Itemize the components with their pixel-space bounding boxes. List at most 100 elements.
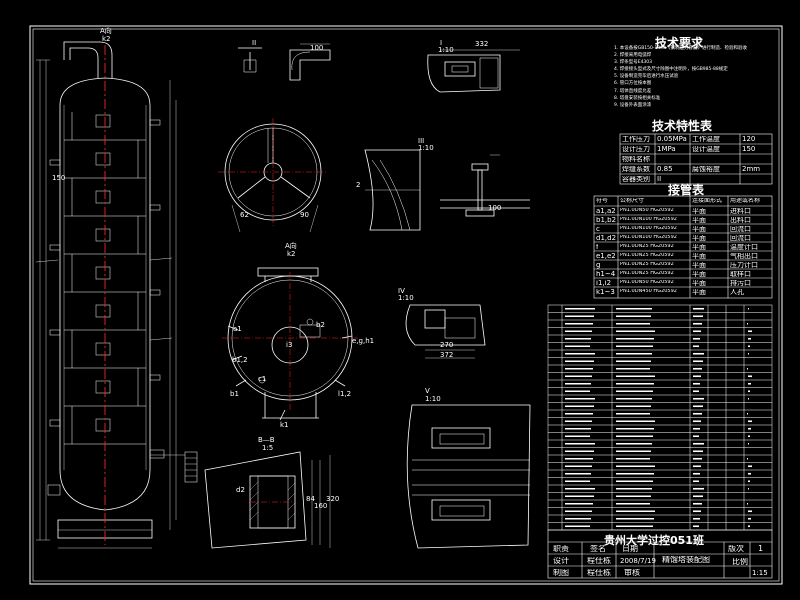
spec-cell: II <box>657 176 662 183</box>
nozzle-cell: 平面 <box>692 244 706 251</box>
nozzle-cell: PN1.0DN25 HG20592 <box>620 244 674 249</box>
nozzle-cell: 回流口 <box>730 235 751 242</box>
dim-270: 270 <box>440 341 454 349</box>
spec-cell: 0.85 <box>657 166 673 173</box>
section-hatch <box>249 481 296 521</box>
spec-cell: 工作压力 <box>622 136 650 143</box>
tech-req-line: 7. 塔体直线度允差 <box>614 88 652 94</box>
nozzle-cell: 压力计口 <box>730 262 758 269</box>
school-name: 贵州大学过控051班 <box>604 534 704 547</box>
nozzle-cell: PN1.0DN25 HG20592 <box>620 271 674 276</box>
section-dim-320: 320 <box>326 495 340 503</box>
spec-table-title: 技术特性表 <box>652 119 713 133</box>
detail-I-label: I <box>440 39 443 47</box>
tech-requirements-list: 1. 本设备按GB150-1998《钢制压力容器》进行制造、检验和验收 2. 焊… <box>614 46 779 111</box>
tech-req-line: 4. 焊接接头型式及尺寸除图中注明外，按GB985-88规定 <box>614 67 728 73</box>
tb-drafter-name: 程仕栋 <box>587 569 611 577</box>
nozzle-cell: 平面 <box>692 217 706 224</box>
nozzle-cell: i1,i2 <box>596 280 612 287</box>
nozzle-cell: a1,a2 <box>596 208 616 215</box>
plan-view-code: k2 <box>287 250 296 258</box>
nozzle-b2: b2 <box>316 321 325 329</box>
dim-90: 90 <box>300 211 309 219</box>
spec-cell: 焊缝系数 <box>622 166 650 173</box>
nozzle-table-grid <box>593 195 773 299</box>
spec-cell: 150 <box>742 146 756 153</box>
nozzle-header-cell: 连接面形式 <box>692 198 723 204</box>
nozzle-l12: l1,2 <box>338 390 352 398</box>
nozzle-b12: b1,2 <box>232 356 248 364</box>
nozzle-cell: c <box>596 226 600 233</box>
detail-V-scale: 1:10 <box>425 395 441 403</box>
nozzle-orientation-view <box>222 267 358 421</box>
tb-version: 1 <box>758 545 764 553</box>
tb-designer-role: 设计 <box>553 557 569 565</box>
spec-table-grid <box>619 133 773 185</box>
nozzle-cell: 平面 <box>692 271 706 278</box>
tb-header-role: 职责 <box>553 545 569 553</box>
dim-372: 372 <box>440 351 454 359</box>
tb-scale: 1:15 <box>752 570 768 577</box>
detail-V-label: V <box>425 387 430 395</box>
nozzle-k1: k1 <box>280 421 289 429</box>
detail-II-dim-100: 100 <box>310 44 324 52</box>
parts-list-entries <box>565 307 752 528</box>
detail-V <box>406 404 531 549</box>
section-dim-84: 84 <box>306 495 315 503</box>
nozzle-cell: g <box>596 262 601 269</box>
tb-design-date: 2008/7/19 <box>620 558 656 565</box>
tb-scale-label: 比例 <box>732 558 748 566</box>
spec-cell: 容器类别 <box>622 176 650 183</box>
detail-I-scale: 1:10 <box>438 46 454 54</box>
detail-III-scale: 1:10 <box>418 144 434 152</box>
nozzle-table-title: 接管表 <box>668 183 705 197</box>
nozzle-cell: 人孔 <box>730 289 744 296</box>
detail-II <box>238 43 331 81</box>
detail-IV-scale: 1:10 <box>398 294 414 302</box>
nozzle-cell: k1~3 <box>596 289 615 296</box>
tb-version-label: 版次 <box>728 545 744 553</box>
nozzle-cell: b1,b2 <box>596 217 617 224</box>
nozzle-header-cell: 公称尺寸 <box>620 198 645 204</box>
section-dim-d2: d2 <box>236 486 245 494</box>
nozzle-cell: PN1.0DN450 HG20592 <box>620 289 677 294</box>
nozzle-cell: PN1.0DN100 HG20592 <box>620 217 677 222</box>
column-dim-150: 150 <box>52 174 66 182</box>
nozzle-a1: a1 <box>233 325 242 333</box>
tech-req-line: 1. 本设备按GB150-1998《钢制压力容器》进行制造、检验和验收 <box>614 46 747 51</box>
column-view-label: A向 <box>100 27 112 35</box>
tray-plan-view <box>218 118 328 233</box>
outer-frame <box>29 25 783 585</box>
spec-cell: 120 <box>742 136 756 143</box>
nozzle-cell: PN1.0DN100 HG20592 <box>620 235 677 240</box>
nozzle-cell: 平面 <box>692 208 706 215</box>
spec-cell: 设计温度 <box>692 146 720 153</box>
detail-I <box>427 49 520 93</box>
nozzle-cell: 平面 <box>692 262 706 269</box>
nozzle-cell: 平面 <box>692 226 706 233</box>
nozzle-cell: f <box>596 244 599 251</box>
spec-cell: 设计压力 <box>622 146 650 153</box>
detail-ibeam <box>440 154 530 217</box>
nozzle-cell: 平面 <box>692 280 706 287</box>
spec-cell: 腐蚀裕度 <box>692 166 720 173</box>
tech-requirements-title: 技术要求 <box>655 36 704 50</box>
spec-cell: 2mm <box>742 166 761 173</box>
nozzle-header-cell: 用途或名称 <box>730 198 761 204</box>
section-label: B—B <box>258 436 275 444</box>
nozzle-cell: 平面 <box>692 289 706 296</box>
plan-view-label: A向 <box>285 242 297 250</box>
tech-req-line: 5. 设备制造完毕后进行水压试验 <box>614 74 679 80</box>
tech-req-line: 2. 焊接采用电弧焊 <box>614 53 652 59</box>
nozzle-cell: 排污口 <box>730 280 751 287</box>
column-main-view <box>35 41 198 549</box>
section-scale: 1:5 <box>262 444 274 452</box>
nozzle-egh1: e,g,h1 <box>352 337 375 345</box>
tech-req-line: 8. 塔盘安装按相关标准 <box>614 95 661 101</box>
spec-cell: 1MPa <box>657 146 676 153</box>
tb-drawing-name: 精馏塔装配图 <box>662 556 710 564</box>
detail-ibeam-dim-100: 100 <box>488 204 502 212</box>
detail-I-dim-332: 332 <box>475 40 489 48</box>
nozzle-cell: 回流口 <box>730 226 751 233</box>
